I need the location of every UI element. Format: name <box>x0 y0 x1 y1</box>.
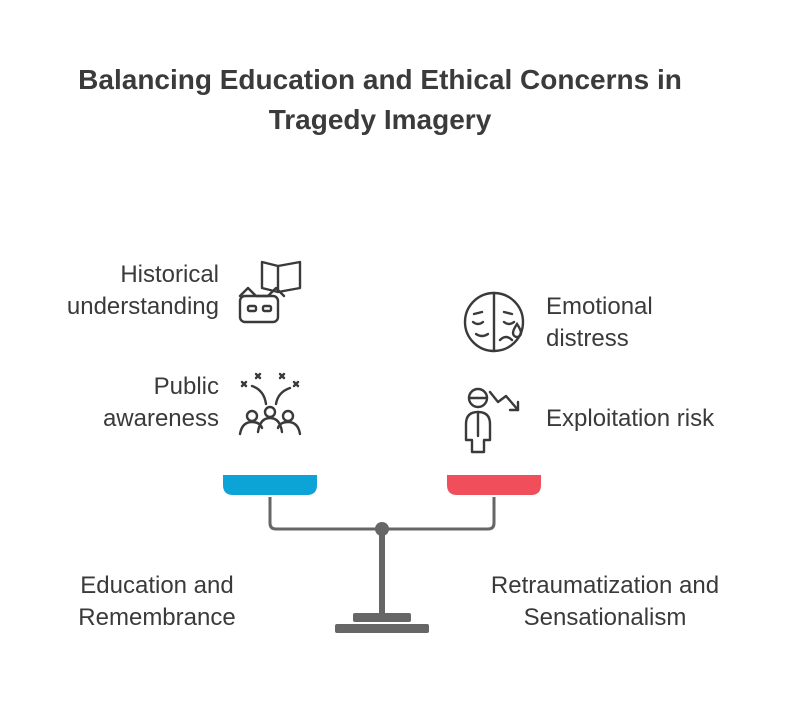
left-pan <box>223 475 317 495</box>
label-emotional-distress: Emotional distress <box>546 293 653 352</box>
scale-base-top <box>353 613 411 622</box>
crying-mask-icon <box>460 288 528 361</box>
right-pan <box>447 475 541 495</box>
title-line-1: Balancing Education and Ethical Concerns… <box>78 64 682 95</box>
scale-base-bottom <box>335 624 429 633</box>
label-retraumatization-sensationalism: Retraumatization and Sensationalism <box>490 572 720 631</box>
scale-pivot <box>375 522 389 536</box>
label-exploitation-risk: Exploitation risk <box>546 405 715 432</box>
crowd-celebration-icon <box>234 368 306 443</box>
label-historical-understanding: Historical understanding <box>66 261 219 320</box>
label-public-awareness: Public awareness <box>102 373 219 432</box>
person-downtrend-icon <box>458 382 532 459</box>
diagram-title: Balancing Education and Ethical Concerns… <box>0 60 760 140</box>
label-education-remembrance: Education and Remembrance <box>78 572 236 631</box>
title-line-2: Tragedy Imagery <box>268 104 492 135</box>
book-vr-headset-icon <box>234 258 306 331</box>
scale-pillar <box>379 529 385 613</box>
